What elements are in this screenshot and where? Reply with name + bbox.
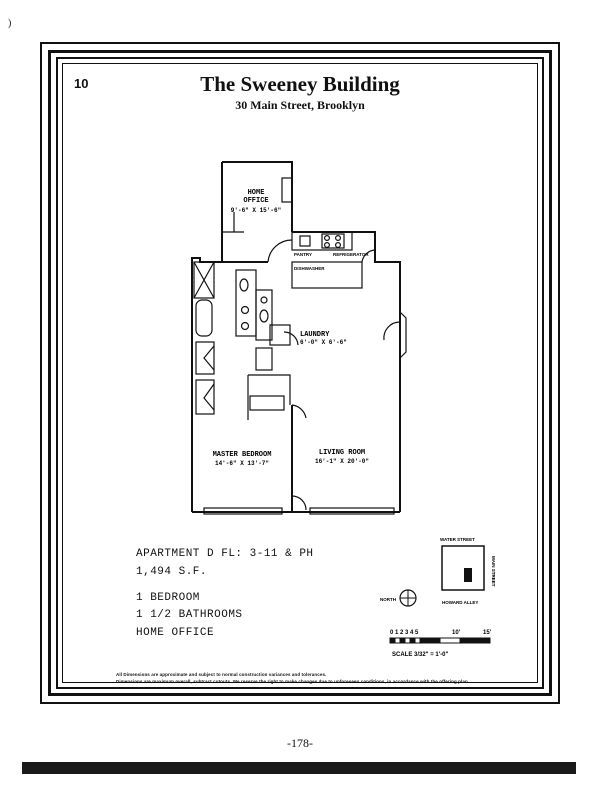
home-office-feature: HOME OFFICE [136, 627, 215, 639]
sink [299, 235, 311, 247]
page-border-inner [56, 57, 544, 689]
home-office-label-2: OFFICE [243, 197, 268, 205]
living-room-label: LIVING ROOM [319, 449, 365, 457]
office-closet [281, 177, 293, 203]
margin-mark: ) [8, 18, 12, 29]
laundry-dims: 6'-0" X 6'-6" [300, 339, 347, 346]
refrigerator-label: REFRIGERATOR [333, 252, 369, 257]
bathrooms: 1 1/2 BATHROOMS [136, 609, 243, 621]
master-bedroom-label: MASTER BEDROOM [213, 451, 272, 459]
powder-room [255, 289, 273, 341]
north-label: NORTH [380, 597, 396, 602]
bedroom-window [203, 507, 283, 515]
bedroom-closet [249, 395, 285, 411]
living-room-dims: 16'-1" X 20'-0" [315, 458, 369, 465]
range [321, 233, 345, 249]
scale-ticks: 0 1 2 3 4 5 [390, 630, 419, 636]
scale-bar [389, 637, 491, 644]
scale-ten: 10' [452, 630, 461, 636]
disclaimer-line-2: Dimensions are maximum overall, subtract… [116, 679, 470, 684]
water-street-label: WATER STREET [440, 537, 475, 542]
living-window [309, 507, 395, 515]
main-street-label: MAIN STREET [491, 556, 496, 587]
shower [193, 261, 215, 299]
building-address: 30 Main Street, Brooklyn [235, 98, 365, 112]
dryer [255, 347, 273, 371]
pantry-label: PANTRY [294, 252, 312, 257]
laundry-label: LAUNDRY [300, 331, 330, 339]
bedrooms: 1 BEDROOM [136, 592, 200, 604]
plan-number: 10 [74, 76, 89, 91]
key-plan-block [441, 545, 485, 591]
dishwasher-label: DISHWASHER [294, 266, 325, 271]
hall-wall [248, 374, 291, 405]
kitchen-island [291, 261, 363, 289]
toilet-1 [239, 278, 249, 292]
building-title: The Sweeney Building [200, 72, 400, 96]
page-border-thick [48, 50, 552, 696]
master-bedroom-dims: 14'-6" X 13'-7" [215, 460, 269, 467]
office-door-swing [267, 239, 293, 263]
scan-edge-bar [22, 762, 576, 774]
home-office-dims: 9'-6" X 15'-6" [231, 207, 281, 214]
apartment-line: APARTMENT D FL: 3-11 & PH [136, 548, 314, 560]
toilet-2 [259, 309, 269, 323]
kitchen-door-swing [361, 249, 376, 263]
footer-page-number: -178- [287, 736, 313, 750]
closet-1 [195, 341, 215, 375]
scale-fifteen: 15' [483, 630, 492, 636]
bathtub [195, 299, 213, 337]
page-border-outer [40, 42, 560, 704]
page-border-innermost [62, 63, 538, 683]
bay-window [399, 311, 407, 359]
key-plan-unit [464, 568, 472, 582]
square-footage: 1,494 S.F. [136, 566, 208, 578]
closet-2 [195, 379, 215, 415]
washer [269, 324, 291, 346]
scale-label: SCALE 3/32" = 1'-0" [392, 652, 448, 658]
disclaimer-line-1: All Dimensions are approximate and subje… [116, 672, 327, 677]
howard-alley-label: HOWARD ALLEY [442, 600, 478, 605]
kitchen-counter [291, 231, 353, 251]
kitchen-wall [292, 231, 401, 310]
home-office-label-1: HOME [248, 189, 265, 197]
home-office-wall [222, 161, 293, 232]
